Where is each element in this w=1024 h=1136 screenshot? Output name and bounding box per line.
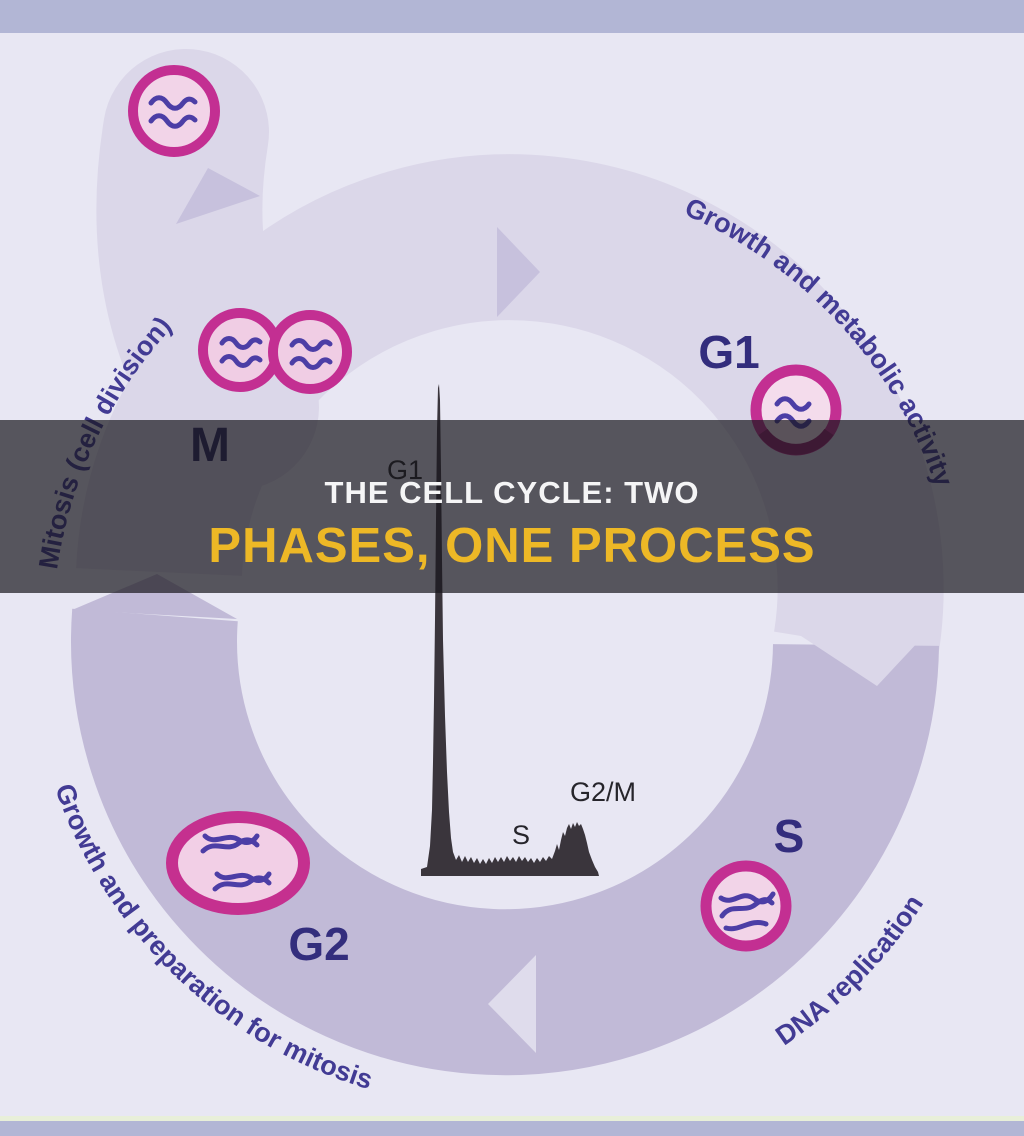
chevron-arrow-bottom-icon: [488, 955, 536, 1053]
m-dividing-cell-icon: [198, 308, 352, 394]
phase-label-s: S: [774, 810, 805, 862]
title-banner: THE CELL CYCLE: TWO PHASES, ONE PROCESS: [0, 420, 1024, 593]
bottom-frame-bar: [0, 1121, 1024, 1136]
ring-segment-medium: [71, 608, 939, 1076]
bottom-accent-line: [0, 1116, 1024, 1121]
s-cell-icon: [700, 860, 792, 952]
phase-label-g1: G1: [698, 326, 759, 378]
banner-title-line1: THE CELL CYCLE: TWO: [325, 475, 700, 510]
title-banner-overlay: [0, 420, 1024, 593]
exiting-cell-icon: [128, 65, 220, 157]
histogram-s-region-label: S: [512, 820, 530, 850]
histogram-g2m-peak-label: G2/M: [570, 777, 636, 807]
phase-label-g2: G2: [288, 918, 349, 970]
chevron-arrow-top-icon: [497, 227, 540, 317]
chevron-arrow-tail-icon: [176, 168, 260, 224]
banner-title-line2: PHASES, ONE PROCESS: [208, 519, 815, 573]
ring-light-arrowhead: [798, 634, 920, 686]
g2-cell-icon: [166, 811, 310, 915]
ring-medium-arrowhead: [72, 574, 237, 619]
top-frame-bar: [0, 0, 1024, 33]
